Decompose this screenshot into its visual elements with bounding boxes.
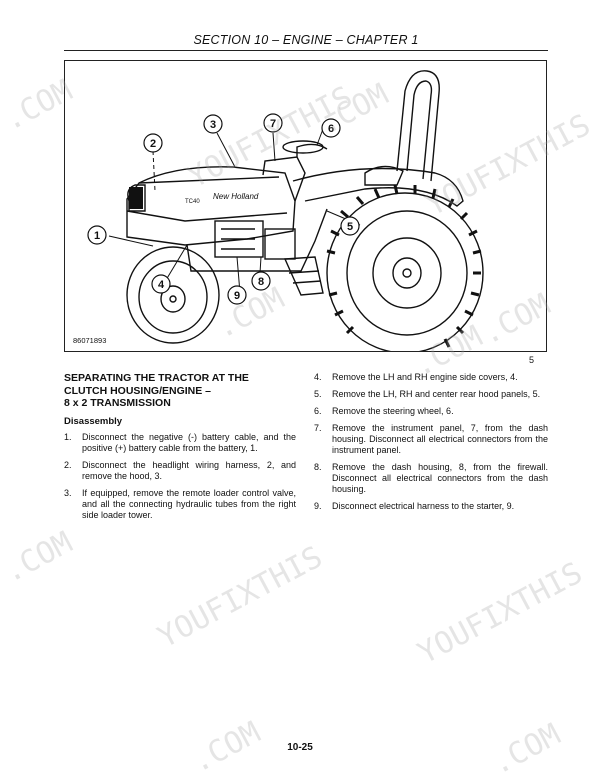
step-text: Disconnect electrical harness to the sta… <box>332 501 515 511</box>
steps-list-right: 4. Remove the LH and RH engine side cover… <box>314 372 548 512</box>
callout-3: 3 <box>203 114 223 134</box>
step-item: 6. Remove the steering wheel, 6. <box>314 406 548 417</box>
step-text: Remove the dash housing, 8, from the fir… <box>332 462 548 494</box>
step-item: 1. Disconnect the negative (-) battery ca… <box>64 432 296 454</box>
figure-number: 5 <box>529 355 535 365</box>
step-item: 7. Remove the instrument panel, 7, from t… <box>314 423 548 456</box>
step-number: 7. <box>314 423 322 433</box>
step-text: Remove the LH, RH and center rear hood p… <box>332 389 541 399</box>
step-number: 3. <box>64 487 72 498</box>
step-number: 6. <box>314 406 322 416</box>
svg-text:3: 3 <box>210 119 216 131</box>
step-number: 1. <box>64 431 72 442</box>
step-item: 9. Disconnect electrical harness to the s… <box>314 501 548 512</box>
title-line: CLUTCH HOUSING/ENGINE – <box>64 384 212 397</box>
step-number: 4. <box>314 372 322 382</box>
svg-text:2: 2 <box>150 138 156 150</box>
steps-list-left: 1. Disconnect the negative (-) battery ca… <box>64 432 296 521</box>
watermark-brand: YOUFIXTHIS <box>412 555 589 672</box>
procedure-title: SEPARATING THE TRACTOR AT THE CLUTCH HOU… <box>64 372 296 410</box>
svg-text:8: 8 <box>258 276 264 288</box>
step-number: 8. <box>314 462 322 472</box>
model-label: TC40 <box>185 199 200 205</box>
step-number: 5. <box>314 389 322 399</box>
svg-text:5: 5 <box>347 221 353 233</box>
svg-text:1: 1 <box>94 230 100 242</box>
title-line: SEPARATING THE TRACTOR AT THE <box>64 372 249 384</box>
figure-id: 86071893 <box>73 336 107 345</box>
step-item: 2. Disconnect the headlight wiring harnes… <box>64 460 296 482</box>
step-text: Remove the instrument panel, 7, from the… <box>332 423 548 455</box>
watermark-domain: .COM <box>0 525 79 590</box>
step-item: 3. If equipped, remove the remote loader … <box>64 488 296 521</box>
step-number: 2. <box>64 459 72 470</box>
step-text: Disconnect the headlight wiring harness,… <box>82 459 296 481</box>
step-text: Remove the LH and RH engine side covers,… <box>332 372 518 382</box>
svg-text:9: 9 <box>234 290 240 302</box>
step-text: Remove the steering wheel, 6. <box>332 406 454 416</box>
title-line: 8 x 2 TRANSMISSION <box>64 397 171 409</box>
section-header: SECTION 10 – ENGINE – CHAPTER 1 <box>193 33 419 47</box>
svg-text:6: 6 <box>328 123 334 135</box>
callout-6: 6 <box>321 118 341 138</box>
callout-1: 1 <box>87 225 107 245</box>
step-text: If equipped, remove the remote loader co… <box>82 487 296 520</box>
callout-7: 7 <box>263 113 283 133</box>
page-number: 10-25 <box>287 742 313 753</box>
step-item: 5. Remove the LH, RH and center rear hood… <box>314 389 548 400</box>
step-number: 9. <box>314 501 322 511</box>
tractor-figure: New Holland TC40 1 2 3 4 5 6 7 8 9 86071… <box>64 60 547 352</box>
step-text: Disconnect the negative (-) battery cabl… <box>82 431 296 453</box>
svg-text:4: 4 <box>158 279 165 291</box>
right-column: 4. Remove the LH and RH engine side cover… <box>314 372 548 518</box>
step-item: 8. Remove the dash housing, 8, from the f… <box>314 462 548 495</box>
brand-label: New Holland <box>213 192 259 201</box>
callout-5: 5 <box>340 216 360 236</box>
callout-9: 9 <box>227 285 247 305</box>
svg-text:7: 7 <box>270 118 276 130</box>
step-item: 4. Remove the LH and RH engine side cover… <box>314 372 548 383</box>
callout-2: 2 <box>143 133 163 153</box>
watermark-brand: YOUFIXTHIS <box>152 539 329 656</box>
tractor-illustration: New Holland TC40 1 2 3 4 5 6 7 8 9 <box>87 70 484 351</box>
header-rule <box>64 50 548 51</box>
subheading: Disassembly <box>64 415 123 427</box>
left-column: SEPARATING THE TRACTOR AT THE CLUTCH HOU… <box>64 372 296 527</box>
callout-4: 4 <box>151 274 171 294</box>
callout-8: 8 <box>251 271 271 291</box>
